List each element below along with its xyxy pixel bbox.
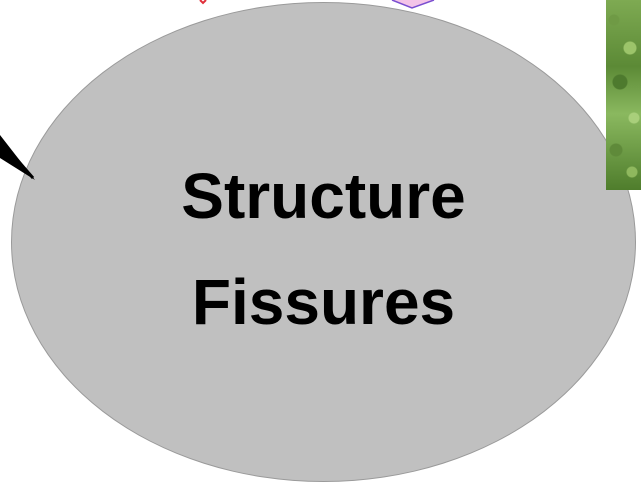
- concept-node-line-2: Fissures: [192, 249, 455, 355]
- concept-node-line-1: Structure: [181, 143, 466, 249]
- concept-node-label: Structure Fissures: [11, 2, 636, 482]
- foliage-photo: [606, 0, 641, 190]
